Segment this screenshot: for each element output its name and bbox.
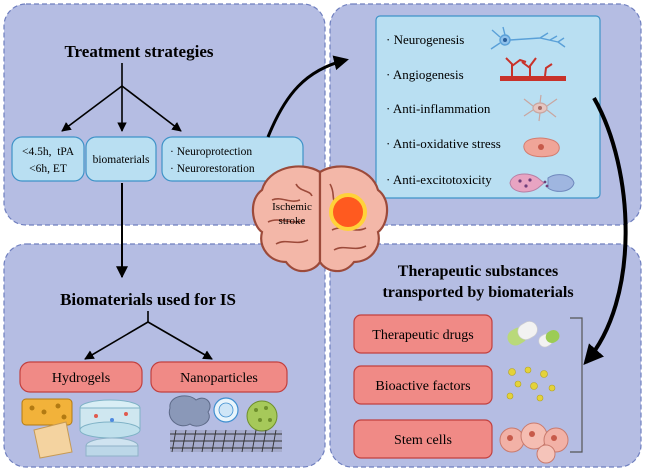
nanoparticles-label: Nanoparticles [180, 371, 258, 386]
ischemic-label-line2: stroke [279, 215, 306, 227]
arrow-to-effects [266, 55, 349, 138]
molecule-dots-icon [506, 366, 556, 402]
biomaterials-title: Biomaterials used for IS [60, 290, 236, 309]
neurorestoration-label: · Neurorestoration [170, 163, 255, 175]
ischemic-label-line1: Ischemic [272, 201, 312, 213]
treatment-title: Treatment strategies [64, 42, 213, 61]
stem-cells-pill [353, 419, 493, 459]
therapeutic-drugs-label: Therapeutic drugs [372, 328, 473, 343]
neuro-box [161, 136, 304, 182]
effect-neurogenesis-label: · Neurogenesis [386, 32, 464, 47]
brain-illustration [251, 165, 389, 273]
hydrogel-scaffolds-icon [21, 398, 141, 459]
effect-anti-oxidative-label: · Anti-oxidative stress [386, 136, 501, 151]
neuron-icon [490, 26, 566, 50]
biomaterials-box-label: biomaterials [93, 154, 150, 166]
capsule-icon [507, 321, 560, 348]
time-window-box [11, 136, 85, 182]
panel-therapeutic-substances [329, 243, 642, 468]
microglia-icon [523, 94, 558, 122]
cell-icon [523, 137, 560, 158]
nanoparticles-icon [168, 395, 282, 453]
time-window-line1: <4.5h, tPA [22, 146, 75, 158]
effect-anti-inflammation-label: · Anti-inflammation [386, 101, 491, 116]
ischemic-lesion [329, 193, 367, 231]
therapeutic-drugs-pill [353, 314, 493, 354]
synapse-icon [509, 173, 575, 193]
stem-cells-icon [499, 422, 569, 464]
substances-title-line1: Therapeutic substances [398, 263, 558, 280]
blood-vessel-icon [500, 57, 566, 81]
nanoparticles-pill [150, 361, 288, 393]
hydrogels-label: Hydrogels [52, 371, 110, 386]
stem-cells-label: Stem cells [394, 433, 452, 448]
bioactive-factors-label: Bioactive factors [375, 379, 470, 394]
time-window-line2: <6h, ET [29, 163, 67, 175]
effect-anti-excitotoxicity-label: · Anti-excitotoxicity [386, 172, 492, 187]
hydrogels-pill [19, 361, 143, 393]
treatment-tree-arrows [61, 63, 182, 279]
substances-title-line2: transported by biomaterials [382, 284, 573, 301]
bioactive-factors-pill [353, 365, 493, 405]
neuroprotection-label: · Neuroprotection [170, 146, 252, 158]
biomaterials-box [85, 136, 157, 182]
substances-bracket [570, 317, 583, 453]
arrow-to-stem-cells [583, 97, 628, 366]
biomaterials-tree-arrows [84, 311, 213, 360]
effect-angiogenesis-label: · Angiogenesis [386, 67, 464, 82]
